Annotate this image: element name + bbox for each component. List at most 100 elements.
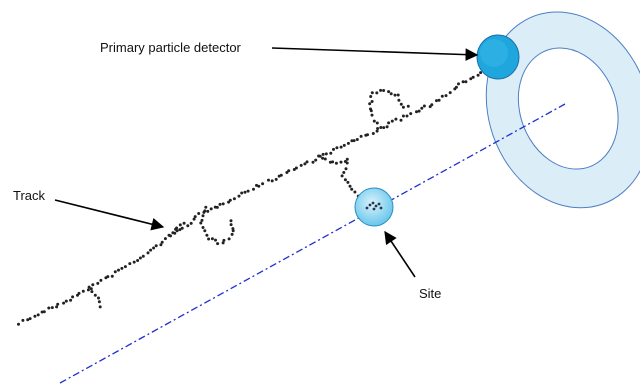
track-dot bbox=[91, 283, 95, 287]
track-dot bbox=[193, 215, 197, 219]
track-dot bbox=[339, 160, 343, 164]
track-dot bbox=[205, 233, 209, 237]
track-dot bbox=[228, 198, 232, 202]
track-dot bbox=[40, 310, 44, 314]
track-dot bbox=[206, 209, 210, 213]
track-dot bbox=[321, 152, 325, 156]
track-dot bbox=[230, 232, 234, 236]
track-dot bbox=[420, 106, 424, 110]
track-dot bbox=[437, 98, 441, 102]
track-dot bbox=[329, 151, 333, 155]
track-dot bbox=[36, 313, 40, 317]
track-dot bbox=[42, 310, 46, 314]
track-arrow bbox=[54, 199, 165, 231]
track-dot bbox=[299, 163, 303, 167]
track-dot bbox=[240, 191, 244, 195]
track-dot bbox=[350, 187, 354, 191]
track-dot bbox=[355, 138, 359, 141]
site-cluster bbox=[365, 201, 383, 211]
track-dot bbox=[90, 290, 94, 294]
track-dot bbox=[218, 202, 222, 206]
track-dot bbox=[314, 158, 318, 162]
track-dot bbox=[81, 289, 85, 293]
track-dot bbox=[321, 156, 325, 160]
track-dot bbox=[339, 145, 343, 149]
track-dot bbox=[71, 295, 75, 299]
track-dot bbox=[149, 248, 153, 252]
track-dot bbox=[454, 85, 458, 89]
track-dot bbox=[476, 73, 480, 77]
track-dot bbox=[110, 274, 114, 278]
track-dot bbox=[163, 237, 167, 241]
track-dot bbox=[471, 75, 475, 79]
track-dot bbox=[123, 265, 127, 269]
track-dot bbox=[270, 179, 274, 183]
track-dot bbox=[207, 237, 211, 241]
track-dot bbox=[479, 71, 483, 75]
track-dot bbox=[201, 226, 205, 229]
track-dot bbox=[120, 266, 124, 270]
track-dot bbox=[417, 109, 421, 113]
track-dot bbox=[199, 221, 203, 225]
track-dot bbox=[204, 205, 208, 209]
track-dot bbox=[232, 197, 236, 201]
track-dot bbox=[152, 246, 156, 250]
track-dot bbox=[340, 174, 344, 178]
track-dot bbox=[214, 238, 217, 242]
track-dot bbox=[113, 270, 117, 274]
track-dot bbox=[47, 306, 51, 310]
track-dot bbox=[382, 126, 386, 130]
track-dot bbox=[56, 302, 60, 306]
track-dot bbox=[159, 243, 163, 247]
track-dot bbox=[342, 143, 346, 147]
track-dot bbox=[261, 182, 265, 186]
track-dot bbox=[331, 160, 335, 164]
track-dot bbox=[203, 209, 207, 213]
track-dot bbox=[209, 207, 213, 211]
track-dot bbox=[343, 178, 347, 182]
track-dot bbox=[335, 146, 339, 150]
track-dot bbox=[180, 226, 184, 230]
track-dot bbox=[387, 121, 391, 125]
track-dot bbox=[405, 114, 409, 118]
track-dot bbox=[201, 214, 205, 218]
track-dot bbox=[243, 190, 247, 194]
track-dot bbox=[64, 299, 68, 303]
track-dot bbox=[379, 88, 383, 92]
track-dot bbox=[186, 224, 190, 228]
track-dot bbox=[345, 157, 349, 161]
track-dot bbox=[409, 112, 413, 116]
track-dot bbox=[197, 212, 201, 215]
track-dot bbox=[393, 93, 397, 97]
site-sphere bbox=[354, 187, 394, 227]
track-dot bbox=[252, 187, 255, 191]
track-dot bbox=[246, 189, 250, 193]
track-dot bbox=[375, 91, 379, 95]
track-dot bbox=[397, 98, 401, 102]
track-dot bbox=[189, 221, 193, 225]
track-dot bbox=[17, 322, 20, 326]
track-dot bbox=[96, 281, 100, 285]
track-dot bbox=[332, 147, 335, 151]
track-dot bbox=[372, 119, 376, 123]
track-dot bbox=[323, 157, 327, 161]
track-dot bbox=[399, 102, 403, 106]
track-dot bbox=[21, 318, 25, 322]
track-dot bbox=[311, 160, 315, 164]
track-dot bbox=[192, 217, 196, 221]
track-dot bbox=[222, 238, 226, 242]
track-dot bbox=[385, 125, 389, 129]
track-dot bbox=[382, 89, 386, 92]
track-dot bbox=[461, 80, 465, 84]
track-dot bbox=[231, 227, 235, 231]
track-dot bbox=[171, 231, 175, 235]
track-dot bbox=[50, 306, 54, 310]
track-dot bbox=[160, 240, 164, 244]
track-dot bbox=[69, 298, 73, 302]
track-dot bbox=[430, 103, 434, 107]
track-dot bbox=[279, 173, 283, 177]
track-dot bbox=[334, 161, 338, 165]
track-dot bbox=[141, 254, 145, 258]
track-dot bbox=[345, 161, 349, 165]
track-dot bbox=[346, 180, 350, 184]
